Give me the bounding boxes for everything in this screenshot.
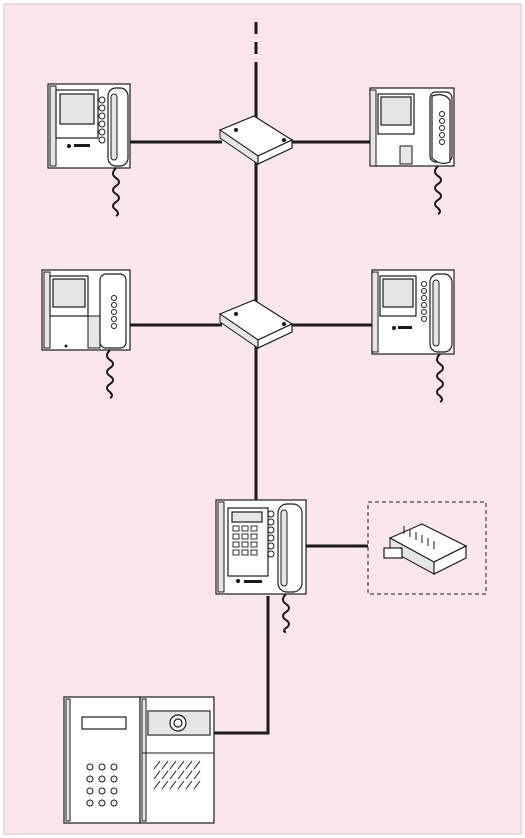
wire-to-entrance-panel — [214, 596, 270, 735]
video-distributor-box-icon — [218, 299, 294, 349]
video-intercom-monitor-icon — [369, 87, 455, 215]
video-distributor-box-icon — [218, 115, 294, 165]
video-intercom-monitor-icon — [371, 269, 455, 403]
power-supply-enclosure — [367, 501, 487, 595]
video-intercom-monitor-icon — [41, 269, 131, 399]
din-rail-power-supply-icon — [383, 523, 468, 575]
concierge-switchboard-icon — [215, 499, 307, 633]
door-entry-panel-icon — [63, 696, 215, 824]
video-intercom-monitor-icon — [47, 83, 131, 217]
